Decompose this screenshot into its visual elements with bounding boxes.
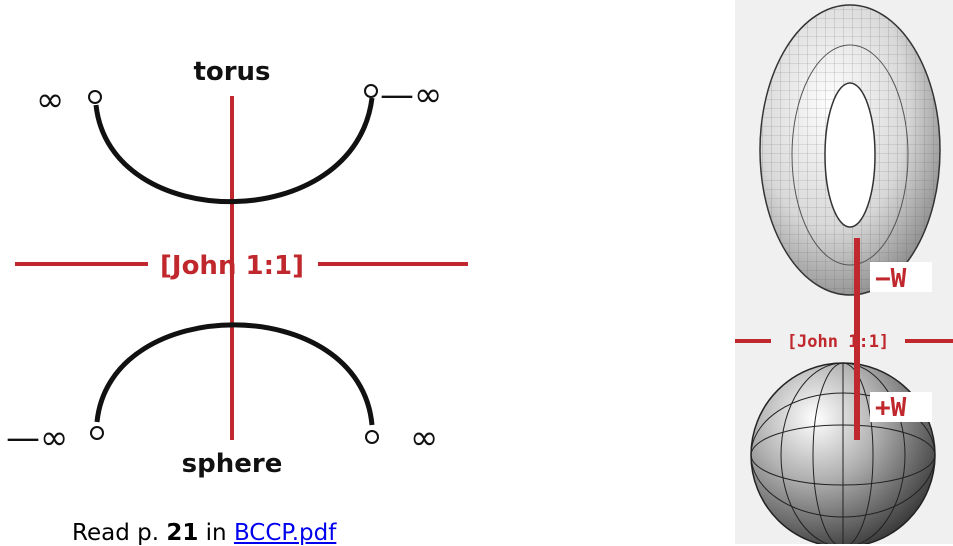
torus-label: torus (193, 57, 270, 87)
caption-page-number: 21 (166, 520, 199, 546)
torus-arc (93, 97, 375, 205)
sphere-label: sphere (182, 449, 283, 479)
sphere-arc (94, 322, 375, 426)
minus-w-label: −W (875, 264, 907, 294)
caption-middle: in (198, 520, 234, 546)
bccp-pdf-link[interactable]: BCCP.pdf (233, 520, 337, 546)
caption-prefix: Read p. (72, 520, 167, 546)
plus-w-label: +W (875, 393, 907, 423)
infinity-bottom-right: ∞ (410, 418, 438, 458)
endpoint-top-left (88, 90, 102, 104)
endpoint-top-right (364, 84, 378, 98)
infinity-bottom-left: —∞ (6, 418, 68, 458)
infinity-top-right: —∞ (380, 75, 442, 115)
endpoint-bottom-right (365, 430, 379, 444)
read-caption: Read p. 21 in BCCP.pdf (72, 520, 336, 546)
torus-shape (759, 4, 941, 296)
infinity-top-left: ∞ (36, 80, 64, 120)
torus-sphere-illustration: [John 1:1] −W +W (735, 0, 953, 544)
torus-sphere-diagram: torus sphere [John 1:1] ∞ —∞ —∞ ∞ (6, 57, 468, 479)
endpoint-bottom-left (90, 426, 104, 440)
figure-center-label: [John 1:1] (787, 332, 889, 352)
sphere-shape (750, 362, 936, 544)
center-label: [John 1:1] (160, 251, 304, 281)
